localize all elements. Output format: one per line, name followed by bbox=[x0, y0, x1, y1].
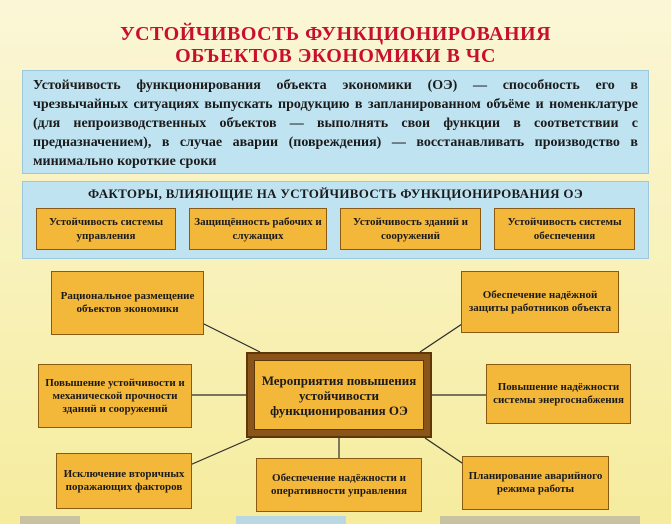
measure-building-strength: Повышение устойчивости и механической пр… bbox=[38, 364, 192, 428]
measure-worker-protection: Обеспечение надёжной защиты работников о… bbox=[461, 271, 619, 333]
measure-rational-placement: Рациональное размещение объектов экономи… bbox=[51, 271, 204, 335]
factor-control-system: Устойчивость системы управления bbox=[36, 208, 176, 250]
factors-title: ФАКТОРЫ, ВЛИЯЮЩИЕ НА УСТОЙЧИВОСТЬ ФУНКЦИ… bbox=[88, 186, 583, 201]
definition-box: Устойчивость функционирования объекта эк… bbox=[22, 70, 649, 174]
bottom-photo-strip-left bbox=[20, 516, 80, 524]
bottom-photo-strip-right bbox=[440, 516, 640, 524]
factor-supply-system: Устойчивость системы обеспечения bbox=[494, 208, 635, 250]
bottom-photo-strip-center bbox=[236, 516, 346, 524]
factors-panel: ФАКТОРЫ, ВЛИЯЮЩИЕ НА УСТОЙЧИВОСТЬ ФУНКЦИ… bbox=[22, 181, 649, 259]
measure-secondary-factors: Исключение вторичных поражающих факторов bbox=[56, 453, 192, 509]
page-title-line-2: ОБЪЕКТОВ ЭКОНОМИКИ В ЧС bbox=[175, 45, 496, 67]
page-title-line-1: УСТОЙЧИВОСТЬ ФУНКЦИОНИРОВАНИЯ bbox=[119, 23, 552, 45]
central-measures-label: Мероприятия повышения устойчивости функц… bbox=[254, 360, 424, 430]
factor-buildings: Устойчивость зданий и сооружений bbox=[340, 208, 481, 250]
central-measures-box: Мероприятия повышения устойчивости функц… bbox=[246, 352, 432, 438]
factor-worker-protection: Защищённость рабочих и служащих bbox=[189, 208, 327, 250]
measure-control-reliability: Обеспечение надёжности и оперативности у… bbox=[256, 458, 422, 512]
measure-power-supply: Повышение надёжности системы энергоснабж… bbox=[486, 364, 631, 424]
measure-emergency-planning: Планирование аварийного режима работы bbox=[462, 456, 609, 510]
